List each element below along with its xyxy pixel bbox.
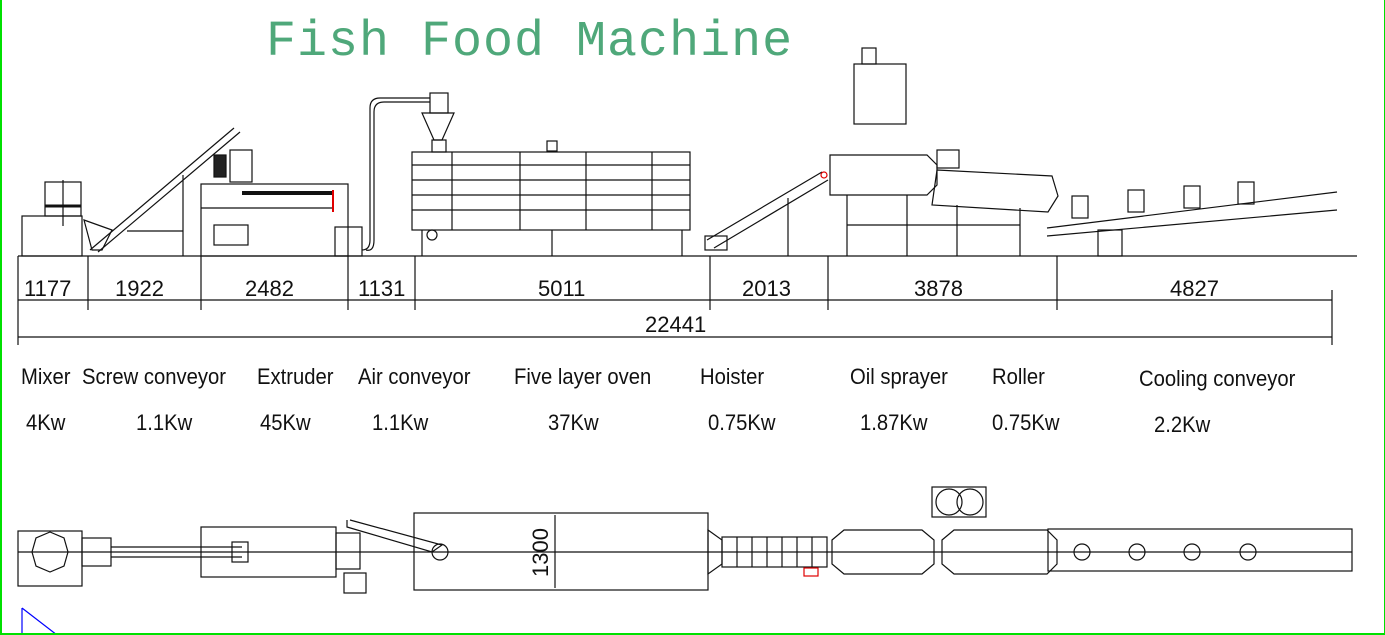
hoister-drawing xyxy=(704,171,829,256)
label-oven: Five layer oven xyxy=(514,364,652,389)
dimension-oil-roller: 3878 xyxy=(914,276,963,301)
power-mixer: 4Kw xyxy=(26,410,66,435)
cooling-conveyor-drawing xyxy=(1046,181,1338,257)
oil-sprayer-drawing xyxy=(829,47,1020,256)
mixer-drawing xyxy=(21,180,83,257)
label-oil-sprayer: Oil sprayer xyxy=(850,364,948,389)
power-oven: 37Kw xyxy=(548,410,599,435)
label-screw-conveyor: Screw conveyor xyxy=(82,364,226,389)
power-oil-sprayer: 1.87Kw xyxy=(860,410,928,435)
power-extruder: 45Kw xyxy=(260,410,311,435)
extruder-drawing xyxy=(200,149,363,257)
dimension-width: 1300 xyxy=(528,528,553,577)
power-roller: 0.75Kw xyxy=(992,410,1060,435)
label-roller: Roller xyxy=(992,364,1045,389)
oven-drawing xyxy=(411,140,691,256)
label-extruder: Extruder xyxy=(257,364,334,389)
roller-drawing xyxy=(931,149,1059,256)
power-hoister: 0.75Kw xyxy=(708,410,776,435)
power-screw-conveyor: 1.1Kw xyxy=(136,410,193,435)
power-cooling-conveyor: 2.2Kw xyxy=(1154,412,1211,437)
dimension-oven: 5011 xyxy=(538,276,585,301)
ucs-icon xyxy=(21,607,56,633)
label-cooling-conveyor: Cooling conveyor xyxy=(1139,366,1296,391)
plan-view: 1300 xyxy=(17,486,1353,633)
label-air-conveyor: Air conveyor xyxy=(358,364,471,389)
label-mixer: Mixer xyxy=(21,364,71,389)
dimension-extruder: 2482 xyxy=(245,276,294,301)
dimension-total: 22441 xyxy=(645,312,706,337)
screw-conveyor-drawing xyxy=(83,127,241,256)
power-air-conveyor: 1.1Kw xyxy=(372,410,429,435)
label-hoister: Hoister xyxy=(700,364,765,389)
dimension-mixer: 1177 xyxy=(24,276,71,301)
dimension-screw-conveyor: 1922 xyxy=(115,276,164,301)
dimension-air-conveyor: 1131 xyxy=(358,276,405,301)
air-conveyor-drawing xyxy=(361,92,455,251)
dimension-hoister: 2013 xyxy=(742,276,791,301)
dimension-chain: 1177 1922 2482 1131 5011 2013 3878 4827 … xyxy=(17,256,1333,345)
drawing-title: Fish Food Machine xyxy=(266,14,794,71)
dimension-cooling: 4827 xyxy=(1170,276,1219,301)
